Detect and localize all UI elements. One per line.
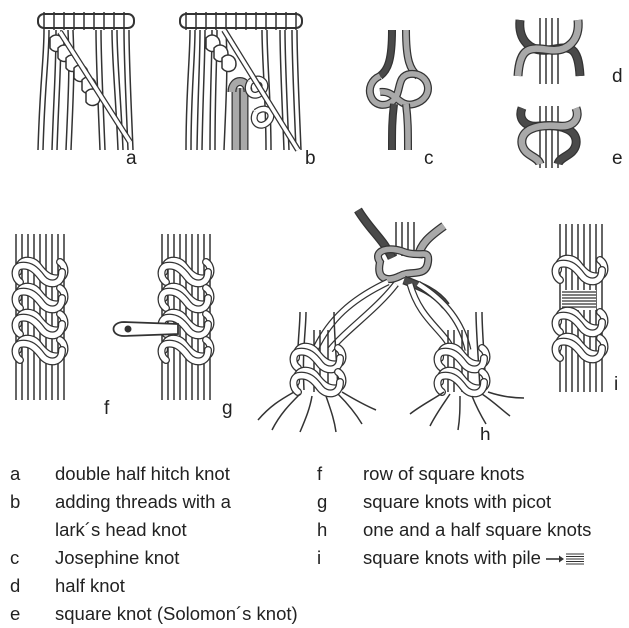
legend-text: adding threads with a bbox=[55, 490, 231, 513]
legend-text: Josephine knot bbox=[55, 546, 179, 569]
panel-f-row-of-square-knots: f bbox=[16, 234, 111, 419]
label-a: a bbox=[126, 148, 137, 169]
panel-d-half-knot: d bbox=[518, 18, 623, 87]
legend-text: one and a half square knots bbox=[363, 518, 591, 541]
legend-key: g bbox=[317, 490, 327, 513]
label-b: b bbox=[305, 148, 316, 169]
legend-text: square knots with picot bbox=[363, 490, 551, 513]
label-d: d bbox=[612, 66, 623, 87]
panel-b-larks-head: b bbox=[180, 12, 316, 169]
label-g: g bbox=[222, 398, 233, 419]
legend-text: square knot (Solomon´s knot) bbox=[55, 602, 298, 625]
legend-key: h bbox=[317, 518, 327, 541]
legend-key: i bbox=[317, 546, 321, 569]
legend-text: row of square knots bbox=[363, 462, 524, 485]
panel-e-square-knot: e bbox=[521, 106, 623, 169]
arrow-to-striped-box-icon bbox=[545, 552, 585, 566]
legend: a double half hitch knot b adding thread… bbox=[0, 448, 629, 628]
panel-h-one-and-a-half-square-knots: h bbox=[258, 210, 524, 440]
label-c: c bbox=[424, 148, 434, 169]
label-f: f bbox=[104, 398, 110, 419]
legend-key: c bbox=[10, 546, 19, 569]
panel-g-square-knots-with-picot: g bbox=[114, 234, 233, 419]
label-e: e bbox=[612, 148, 623, 169]
legend-text: double half hitch knot bbox=[55, 462, 230, 485]
label-i: i bbox=[614, 374, 618, 395]
legend-key: e bbox=[10, 602, 20, 625]
macrame-knots-diagram: a bbox=[0, 0, 629, 440]
legend-key: a bbox=[10, 462, 20, 485]
legend-text: lark´s head knot bbox=[55, 518, 187, 541]
legend-key: d bbox=[10, 574, 20, 597]
legend-key: f bbox=[317, 462, 322, 485]
legend-text: square knots with pile bbox=[363, 546, 585, 569]
panel-a-double-half-hitch: a bbox=[38, 12, 137, 169]
panel-i-square-knots-with-pile: i bbox=[556, 224, 619, 395]
legend-text-label: square knots with pile bbox=[363, 547, 541, 568]
legend-text: half knot bbox=[55, 574, 125, 597]
panel-c-josephine-knot: c bbox=[370, 30, 434, 169]
label-h: h bbox=[480, 425, 491, 440]
legend-key: b bbox=[10, 490, 20, 513]
